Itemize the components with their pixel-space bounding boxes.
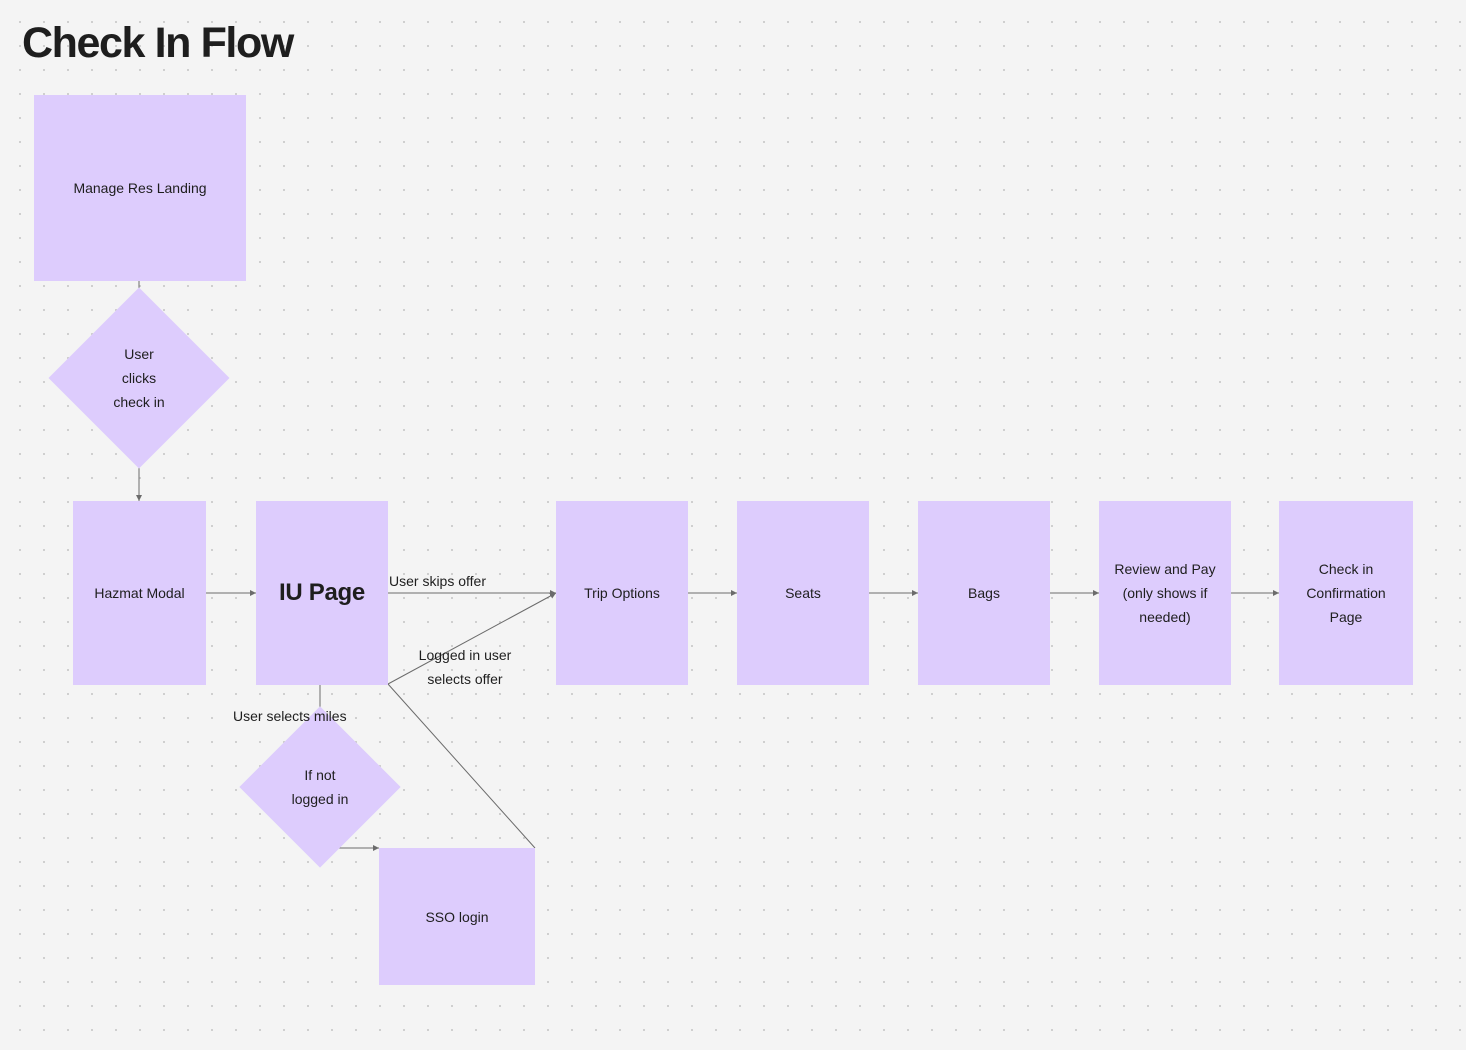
node-label: If not logged in [291, 767, 349, 807]
label-logged-in-user: Logged in user selects offer [418, 647, 512, 687]
node-manage-res-landing[interactable]: Manage Res Landing [34, 95, 246, 281]
node-label: Manage Res Landing [73, 180, 207, 196]
node-label: User clicks check in [113, 346, 165, 410]
node-seats[interactable]: Seats [737, 501, 869, 685]
node-label: Check in Confirmation Page [1306, 561, 1386, 625]
node-if-not-logged-in[interactable]: If not logged in [239, 706, 401, 868]
label-user-skips-offer: User skips offer [389, 573, 486, 589]
page-title: Check In Flow [22, 19, 294, 67]
node-bags[interactable]: Bags [918, 501, 1050, 685]
node-iu-page[interactable]: IU Page [256, 501, 388, 685]
node-user-clicks-check-in[interactable]: User clicks check in [48, 287, 230, 469]
node-trip-options[interactable]: Trip Options [556, 501, 688, 685]
node-label: Seats [785, 585, 821, 601]
node-label: SSO login [425, 908, 489, 925]
label-user-selects-miles: User selects miles [233, 708, 347, 724]
node-review-and-pay[interactable]: Review and Pay (only shows if needed) [1099, 501, 1231, 685]
node-sso-login[interactable]: SSO login [379, 848, 535, 985]
node-label: Hazmat Modal [94, 585, 185, 601]
node-hazmat-modal[interactable]: Hazmat Modal [73, 501, 206, 685]
node-check-in-confirmation[interactable]: Check in Confirmation Page [1279, 501, 1413, 685]
node-label: IU Page [279, 579, 365, 606]
node-label: Bags [968, 585, 1000, 601]
node-label: Trip Options [584, 585, 660, 601]
node-label: Review and Pay (only shows if needed) [1114, 561, 1216, 625]
